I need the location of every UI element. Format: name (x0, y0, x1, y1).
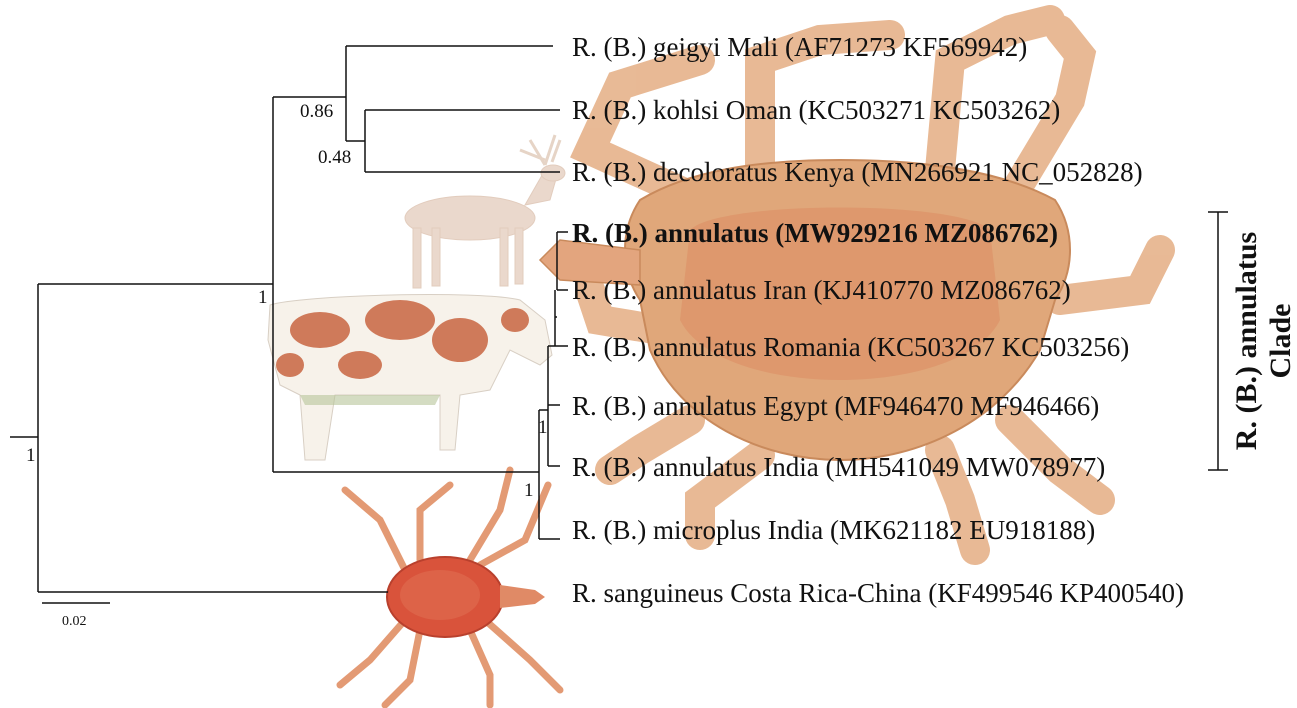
deer-illustration (405, 135, 565, 288)
taxon-label-kohlsi: R. (B.) kohlsi Oman (KC503271 KC503262) (572, 95, 1060, 125)
scale-bar-label: 0.02 (62, 614, 87, 629)
support-annulatus-microplus: 1 (524, 480, 534, 501)
support-geigyi-group: 0.86 (300, 101, 333, 122)
support-annulatus-group: 1 (538, 417, 548, 438)
support-kohlsi-decoloratus: 0.48 (318, 147, 351, 168)
support-root: 1 (26, 445, 36, 466)
taxon-label-annulatus-iran: R. (B.) annulatus Iran (KJ410770 MZ08676… (572, 275, 1071, 305)
taxon-label-decoloratus: R. (B.) decoloratus Kenya (MN266921 NC_0… (572, 157, 1143, 187)
taxon-label-annulatus-romania: R. (B.) annulatus Romania (KC503267 KC50… (572, 332, 1129, 362)
support-boophilus: 1 (258, 287, 268, 308)
clade-bracket (1208, 212, 1228, 470)
taxon-label-microplus: R. (B.) microplus India (MK621182 EU9181… (572, 515, 1095, 545)
cow-illustration (268, 295, 552, 460)
taxon-label-sanguineus: R. sanguineus Costa Rica-China (KF499546… (572, 578, 1184, 608)
clade-label-line2: Clade (1264, 304, 1297, 379)
small-tick-illustration (340, 470, 560, 705)
taxon-label-geigyi: R. (B.) geigyi Mali (AF71273 KF569942) (572, 32, 1027, 62)
clade-label-line1: R. (B.) annulatus (1230, 232, 1263, 450)
taxon-label-annulatus-egypt: R. (B.) annulatus Egypt (MF946470 MF9464… (572, 391, 1099, 421)
taxon-label-annulatus-india: R. (B.) annulatus India (MH541049 MW0789… (572, 452, 1105, 482)
taxon-label-annulatus-highlighted: R. (B.) annulatus (MW929216 MZ086762) (572, 218, 1058, 248)
